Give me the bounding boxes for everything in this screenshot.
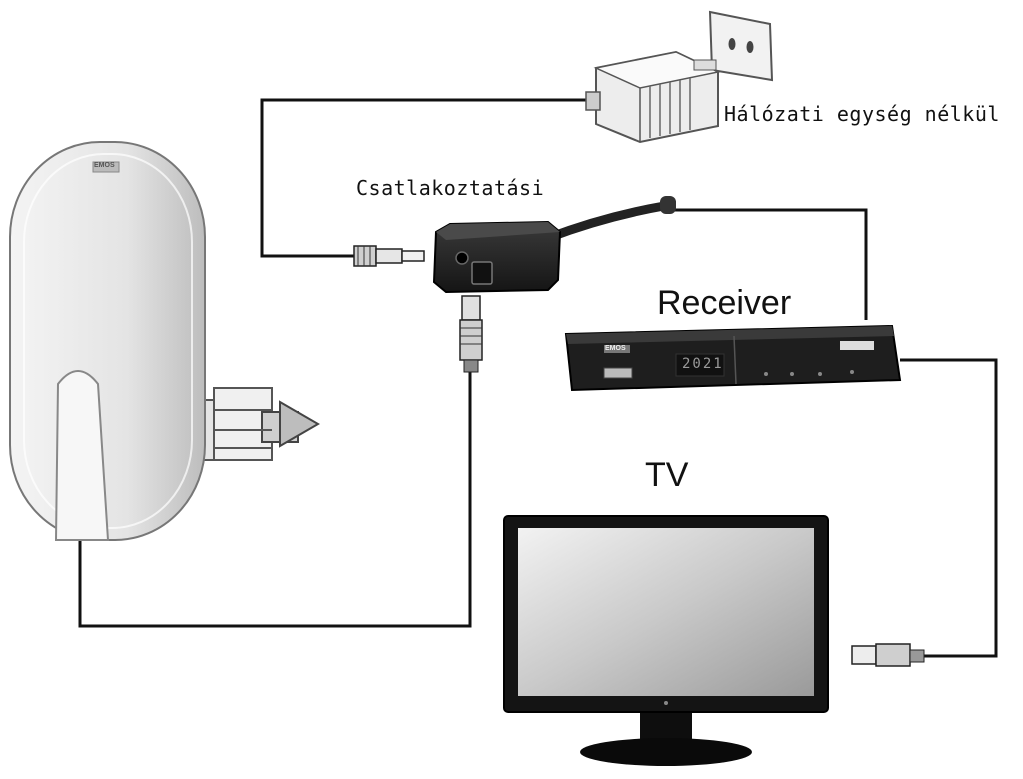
label-receiver: Receiver xyxy=(657,284,792,322)
tv xyxy=(503,515,925,766)
receiver xyxy=(564,324,902,392)
cable-antenna-to-connector xyxy=(78,370,472,628)
receiver-display-readout: 2021 xyxy=(682,356,724,372)
cable-power-to-connector xyxy=(260,98,590,258)
label-tv: TV xyxy=(645,456,689,494)
cables xyxy=(78,98,998,658)
connector-box xyxy=(353,196,676,373)
cable-connector-to-receiver xyxy=(675,208,868,320)
receiver-brand-logo: EMOS xyxy=(605,345,626,352)
antenna-brand-logo: EMOS xyxy=(94,162,115,169)
label-power-unit: Hálózati egység nélkül xyxy=(724,102,1000,126)
antenna xyxy=(9,141,320,541)
label-connector-box: Csatlakoztatási xyxy=(356,176,545,200)
cable-receiver-to-tv xyxy=(900,358,998,658)
power-adapter xyxy=(585,10,774,144)
